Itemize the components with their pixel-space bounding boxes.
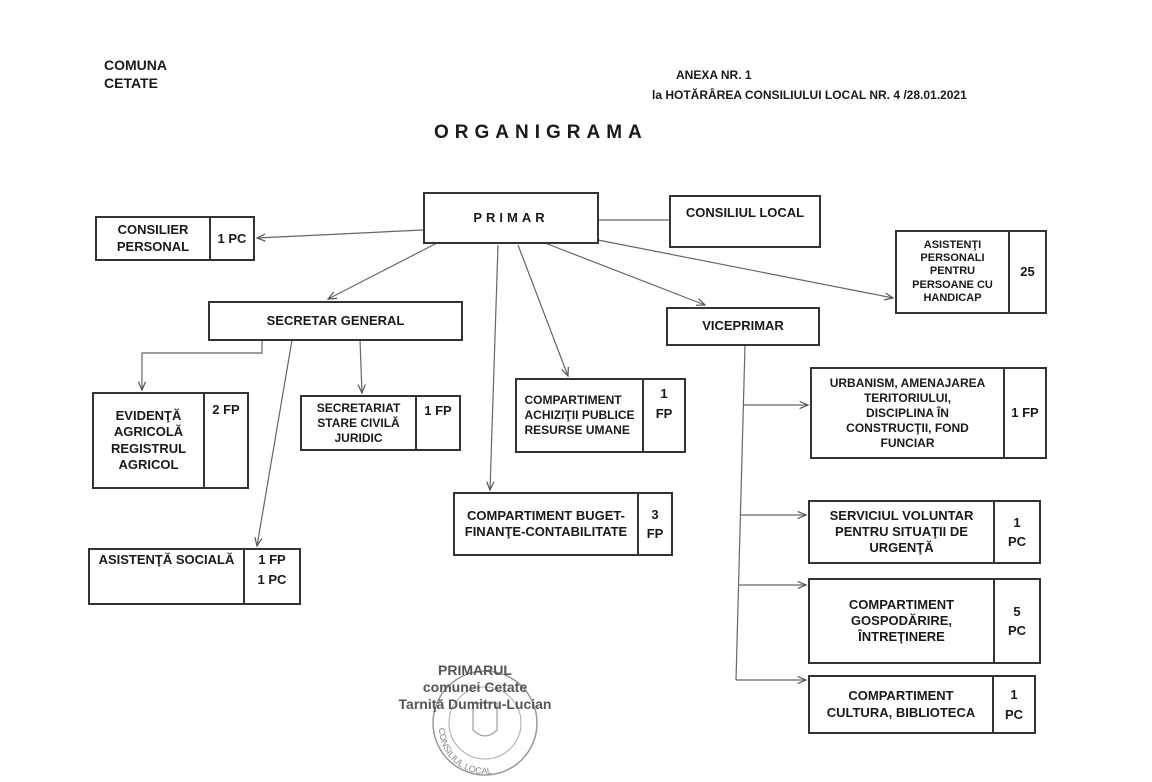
node-asistenti-personali: ASISTENŢI PERSONALI PENTRU PERSOANE CU H… xyxy=(895,230,1047,314)
buget-count: 3 FP xyxy=(637,494,671,554)
node-asistenta-sociala: ASISTENŢĂ SOCIALĂ 1 FP 1 PC xyxy=(88,548,301,605)
commune-name: COMUNA CETATE xyxy=(104,56,167,92)
gospodarire-count: 5 PC xyxy=(993,580,1039,662)
consilier-label: CONSILIER PERSONAL xyxy=(116,222,190,254)
asistenta-label: ASISTENŢĂ SOCIALĂ xyxy=(98,552,235,567)
signature-name: Tarniţă Dumitru-Lucian xyxy=(398,695,552,712)
node-achizitii: COMPARTIMENT ACHIZIŢII PUBLICE RESURSE U… xyxy=(515,378,686,453)
signature-commune: comunei Cetate xyxy=(422,678,528,695)
node-secretariat: SECRETARIAT STARE CIVILĂ JURIDIC 1 FP xyxy=(300,395,461,451)
secretariat-count: 1 FP xyxy=(415,397,459,449)
achizitii-count: 1 FP xyxy=(642,380,684,451)
node-gospodarire: COMPARTIMENT GOSPODĂRIRE, ÎNTREŢINERE 5 P… xyxy=(808,578,1041,664)
page-title: ORGANIGRAMA xyxy=(434,122,648,143)
svg-text:CONSILIUL LOCAL: CONSILIUL LOCAL xyxy=(437,727,492,776)
node-evidenta-agricola: EVIDENŢĂ AGRICOLĂ REGISTRUL AGRICOL 2 FP xyxy=(92,392,249,489)
node-viceprimar: VICEPRIMAR xyxy=(666,307,820,346)
node-urbanism: URBANISM, AMENAJAREA TERITORIULUI, DISCI… xyxy=(810,367,1047,459)
urbanism-label: URBANISM, AMENAJAREA TERITORIULUI, DISCI… xyxy=(829,375,986,450)
cultura-count: 1 PC xyxy=(992,677,1034,732)
commune-line2: CETATE xyxy=(104,75,158,91)
voluntar-count: 1 PC xyxy=(993,502,1039,562)
node-cultura: COMPARTIMENT CULTURA, BIBLIOTECA 1 PC xyxy=(808,675,1036,734)
consilier-count: 1 PC xyxy=(209,218,253,259)
secretar-label: SECRETAR GENERAL xyxy=(266,312,405,328)
official-stamp-icon: CONSILIUL LOCAL xyxy=(432,670,538,776)
node-serviciul-voluntar: SERVICIUL VOLUNTAR PENTRU SITUAŢII DE UR… xyxy=(808,500,1041,564)
buget-label: COMPARTIMENT BUGET- FINANŢE-CONTABILITAT… xyxy=(464,507,628,539)
node-consiliul-local: CONSILIUL LOCAL xyxy=(669,195,821,248)
annex-line2: la HOTĂRÂREA CONSILIULUI LOCAL NR. 4 /28… xyxy=(652,88,967,102)
secretariat-label: SECRETARIAT STARE CIVILĂ JURIDIC xyxy=(316,400,401,445)
node-consilier-personal: CONSILIER PERSONAL 1 PC xyxy=(95,216,255,261)
node-secretar-general: SECRETAR GENERAL xyxy=(208,301,463,341)
annex-line1: ANEXA NR. 1 xyxy=(676,68,752,82)
asistenti-count: 25 xyxy=(1008,232,1045,312)
evidenta-label: EVIDENŢĂ AGRICOLĂ REGISTRUL AGRICOL xyxy=(110,408,187,472)
cultura-label: COMPARTIMENT CULTURA, BIBLIOTECA xyxy=(826,688,976,720)
voluntar-label: SERVICIUL VOLUNTAR PENTRU SITUAŢII DE UR… xyxy=(829,507,974,556)
achizitii-label: COMPARTIMENT ACHIZIŢII PUBLICE RESURSE U… xyxy=(524,393,635,437)
gospodarire-label: COMPARTIMENT GOSPODĂRIRE, ÎNTREŢINERE xyxy=(848,596,955,645)
signature-title: PRIMARUL xyxy=(438,662,512,678)
node-primar: PRIMAR xyxy=(423,192,599,244)
commune-line1: COMUNA xyxy=(104,57,167,73)
evidenta-count: 2 FP xyxy=(203,394,247,487)
asistenta-count: 1 FP 1 PC xyxy=(243,550,299,603)
viceprimar-label: VICEPRIMAR xyxy=(702,318,784,334)
consiliul-local-label: CONSILIUL LOCAL xyxy=(685,205,805,220)
primar-label: PRIMAR xyxy=(473,209,549,225)
urbanism-count: 1 FP xyxy=(1003,369,1045,457)
node-buget: COMPARTIMENT BUGET- FINANŢE-CONTABILITAT… xyxy=(453,492,673,556)
mayor-signature-block: PRIMARUL comunei Cetate Tarniţă Dumitru-… xyxy=(385,662,565,712)
asistenti-label: ASISTENŢI PERSONALI PENTRU PERSOANE CU H… xyxy=(912,239,993,304)
